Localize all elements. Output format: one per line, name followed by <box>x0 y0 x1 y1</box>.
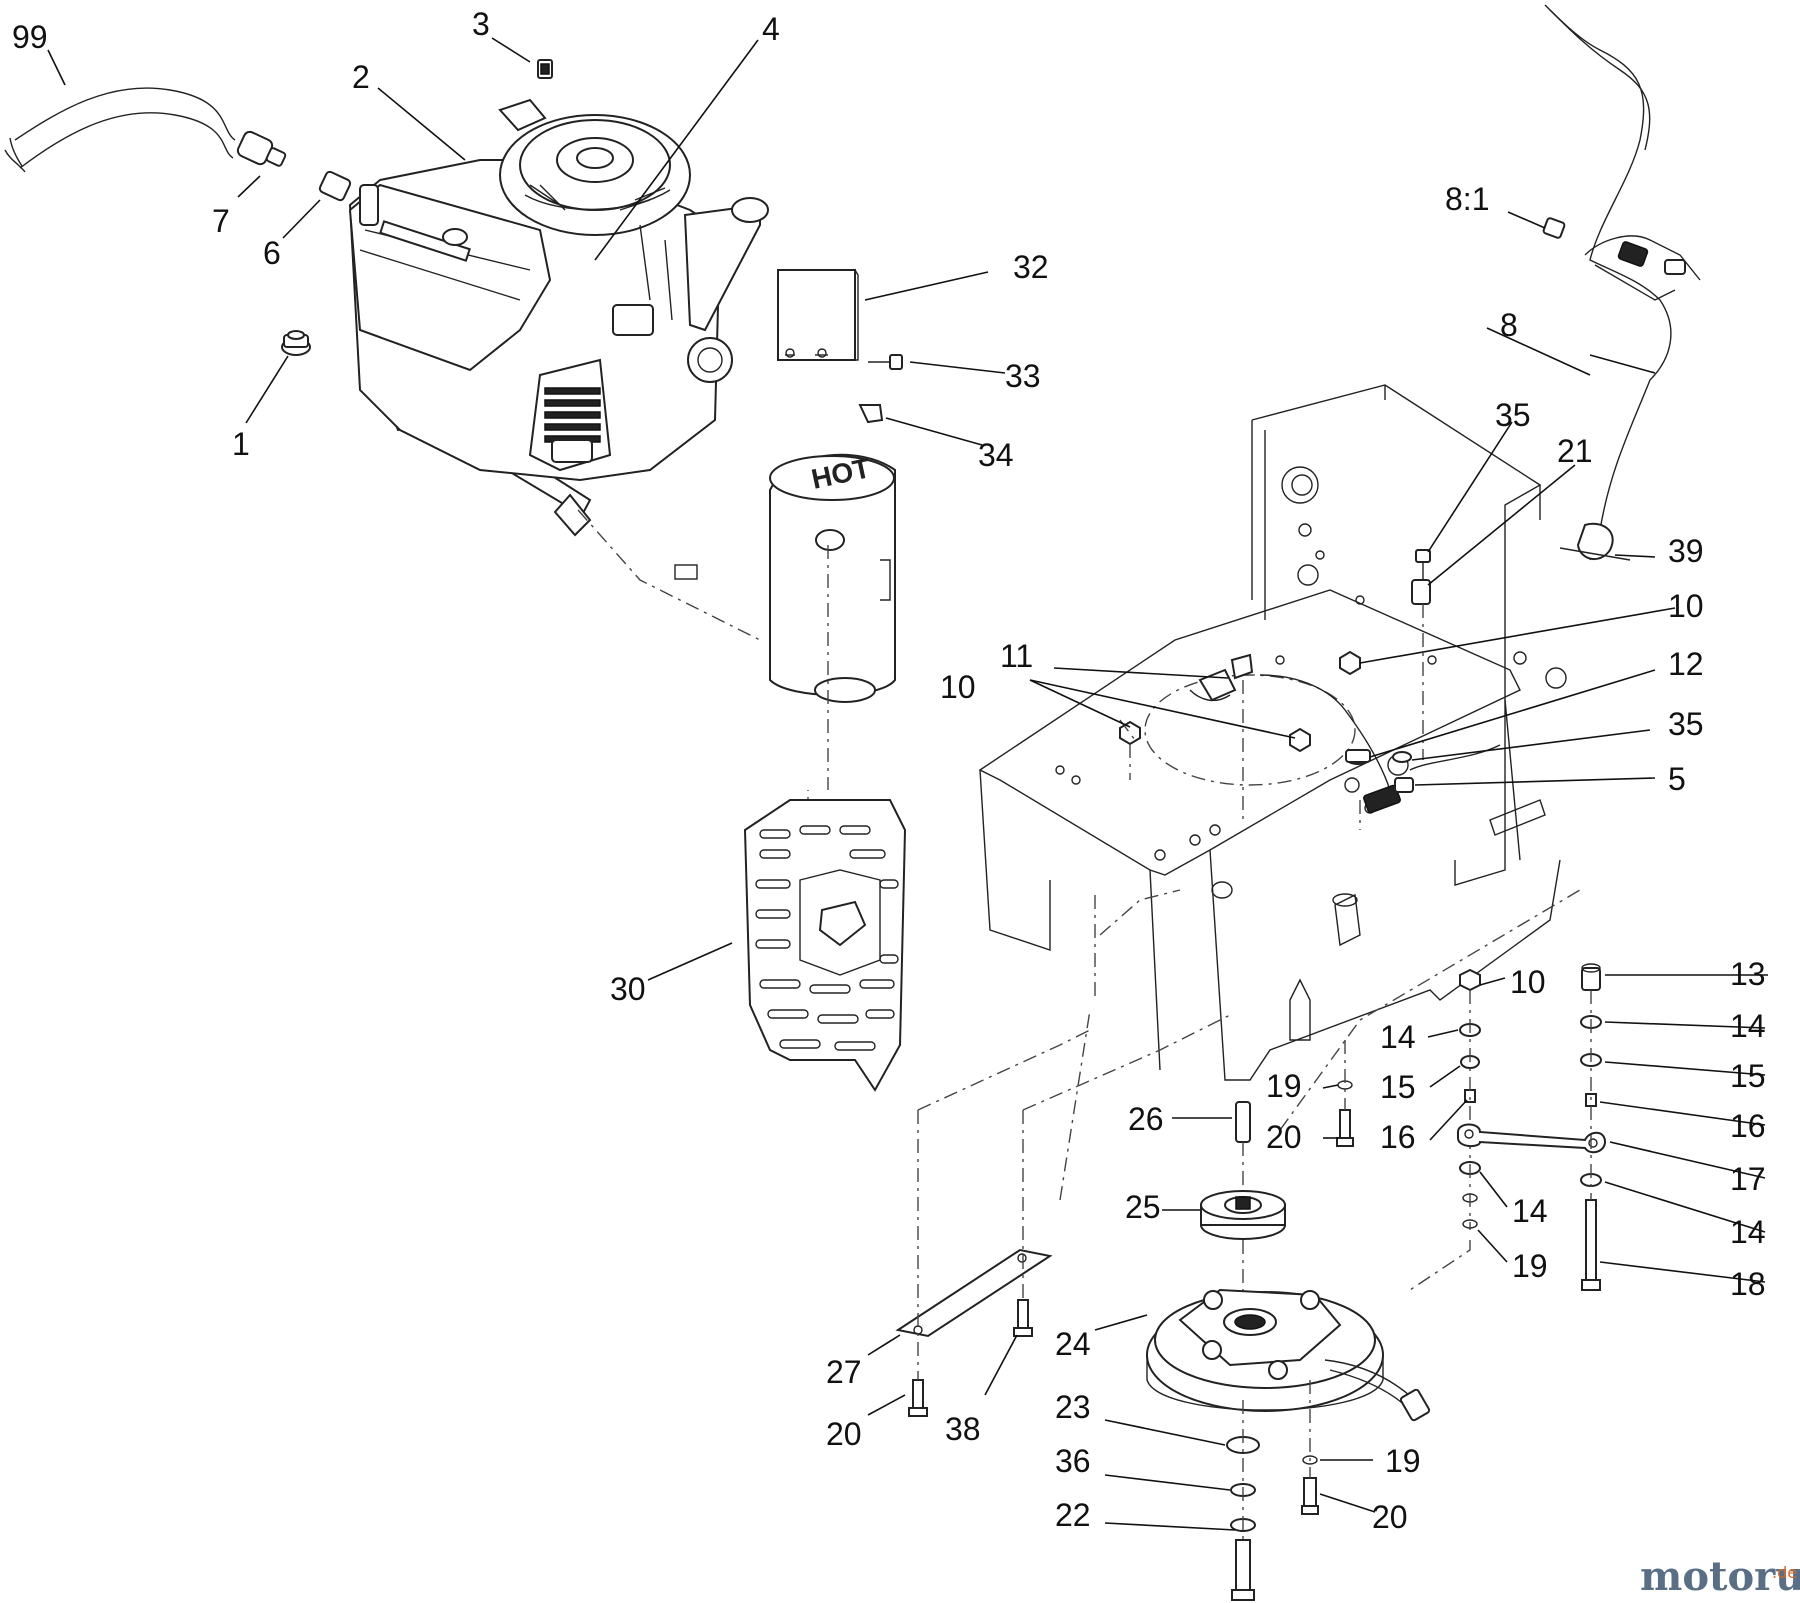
idler-stack-left <box>1459 968 1481 1230</box>
washer-35 <box>1392 751 1412 763</box>
heat-shield <box>777 269 859 361</box>
callout-16-a: 16 <box>1380 1119 1416 1155</box>
frame <box>978 384 1567 1081</box>
pin-26 <box>1235 1101 1251 1190</box>
frame-bolt-19-20 <box>1336 1040 1354 1147</box>
callout-8: 8 <box>1500 307 1518 343</box>
frame-hardware <box>1119 549 1501 830</box>
wire-harness <box>1544 4 1701 561</box>
nut-10-left <box>1119 720 1141 780</box>
engine-decal-clip <box>537 59 553 79</box>
callout-15-b: 15 <box>1730 1058 1766 1094</box>
clutch-leaders <box>1094 1117 1376 1531</box>
frame-leaders <box>1029 211 1676 786</box>
cylinder-fins <box>544 387 601 463</box>
callout-19-a: 19 <box>1266 1068 1302 1104</box>
callout-32: 32 <box>1013 249 1049 285</box>
callout-17: 17 <box>1730 1161 1766 1197</box>
bracket-leaders <box>867 1334 1018 1416</box>
callout-5: 5 <box>1668 761 1686 797</box>
nut-10-mid <box>1289 727 1311 753</box>
callout-16-b: 16 <box>1730 1108 1766 1144</box>
harness-connector <box>1542 217 1566 239</box>
idler-arm <box>1457 1123 1607 1154</box>
callout-20-a: 20 <box>1266 1119 1302 1155</box>
callout-10-right: 10 <box>1668 588 1704 624</box>
callout-21: 21 <box>1557 433 1593 469</box>
callout-6: 6 <box>263 235 281 271</box>
watermark-logo: motoruf .de <box>1640 1553 1800 1600</box>
watermark-tld: .de <box>1772 1563 1797 1582</box>
callout-36: 36 <box>1055 1443 1091 1479</box>
callout-19-b: 19 <box>1512 1248 1548 1284</box>
callout-26: 26 <box>1128 1101 1164 1137</box>
shield-clip <box>858 404 884 424</box>
callout-10-left: 10 <box>940 669 976 705</box>
engine-mount-grommet <box>281 330 311 356</box>
callout-1: 1 <box>232 426 250 462</box>
callout-labels: 99 3 4 2 7 6 1 32 33 34 8:1 8 35 21 39 1… <box>12 6 1766 1535</box>
muffler-guard <box>743 799 907 1092</box>
callout-39: 39 <box>1668 533 1704 569</box>
callout-19-c: 19 <box>1385 1443 1421 1479</box>
callout-11: 11 <box>1000 638 1033 674</box>
idler-leaders <box>1322 974 1768 1283</box>
callout-14-b: 14 <box>1730 1008 1766 1044</box>
fuel-fitting <box>318 170 352 202</box>
pulley-25 <box>1200 1190 1286 1240</box>
callout-13: 13 <box>1730 956 1766 992</box>
shield-leaders <box>864 271 1006 446</box>
connector-5 <box>1363 744 1501 814</box>
callout-33: 33 <box>1005 358 1041 394</box>
engine <box>348 98 769 537</box>
callout-22: 22 <box>1055 1497 1091 1533</box>
callout-34: 34 <box>978 437 1014 473</box>
bolt-top-35 <box>1415 549 1431 580</box>
callout-4: 4 <box>762 11 780 47</box>
callout-99: 99 <box>12 19 48 55</box>
callout-2: 2 <box>352 59 370 95</box>
callout-8-1: 8:1 <box>1445 181 1489 217</box>
watermark-brand: motoruf <box>1640 1553 1800 1600</box>
callout-25: 25 <box>1125 1189 1161 1225</box>
nut-10-right <box>1339 650 1361 676</box>
idler-stack-right <box>1580 963 1602 1291</box>
electric-clutch-24 <box>1146 1288 1431 1422</box>
bracket-bolts <box>908 889 1581 1417</box>
callout-15-a: 15 <box>1380 1069 1416 1105</box>
callout-14-a: 14 <box>1380 1019 1416 1055</box>
engine-leaders <box>47 37 759 424</box>
guard-slots <box>755 825 899 1051</box>
callout-10-lower: 10 <box>1510 964 1546 1000</box>
callout-18: 18 <box>1730 1266 1766 1302</box>
grommet-12 <box>1345 749 1371 765</box>
fuel-hose <box>4 87 236 173</box>
guard-leader <box>647 942 733 981</box>
clutch-hardware <box>1226 1380 1319 1601</box>
callout-20-b: 20 <box>826 1416 862 1452</box>
callout-7: 7 <box>212 203 230 239</box>
callout-14-c: 14 <box>1512 1193 1548 1229</box>
callout-24: 24 <box>1055 1326 1091 1362</box>
callout-38: 38 <box>945 1411 981 1447</box>
callout-12: 12 <box>1668 646 1704 682</box>
muffler: HOT <box>769 452 896 703</box>
callout-30: 30 <box>610 971 646 1007</box>
callout-35-top: 35 <box>1495 397 1531 433</box>
callout-23: 23 <box>1055 1389 1091 1425</box>
cable-tie <box>1559 522 1631 561</box>
fuel-filter <box>236 130 287 167</box>
callout-14-d: 14 <box>1730 1214 1766 1250</box>
callout-20-c: 20 <box>1372 1499 1408 1535</box>
shield-bolt <box>868 354 903 370</box>
callout-27: 27 <box>826 1354 862 1390</box>
callout-3: 3 <box>472 6 490 42</box>
spacer-21 <box>1411 579 1431 605</box>
callout-35-mid: 35 <box>1668 706 1704 742</box>
switch-11 <box>1189 653 1254 820</box>
